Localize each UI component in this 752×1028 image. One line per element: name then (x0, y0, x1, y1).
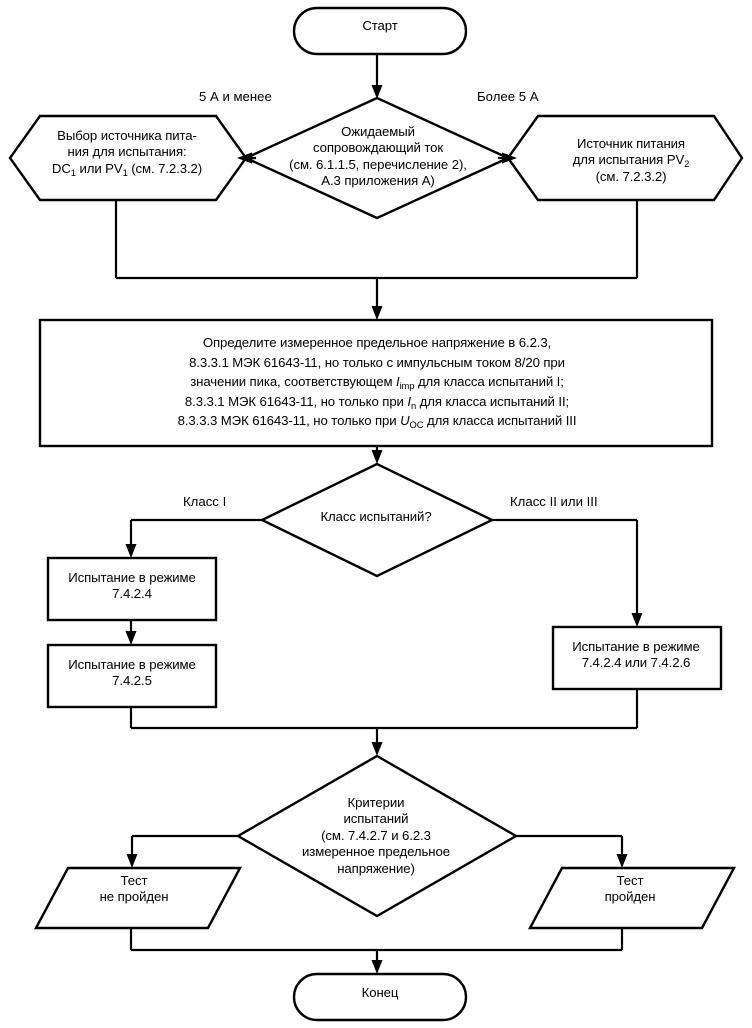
node-decision-current-shape[interactable] (243, 96, 511, 220)
node-hex-left-shape[interactable] (8, 114, 248, 202)
edge-label-class-1: Класс I (183, 494, 227, 509)
node-process-main-shape[interactable] (38, 318, 714, 448)
edge-label-current-le-5a: 5 А и менее (199, 89, 272, 104)
node-decision-criteria-shape[interactable] (235, 754, 519, 918)
arrowhead-class23-to-box (631, 613, 643, 627)
arrowhead-merge-to-criteria (371, 742, 383, 756)
node-box-7424-7426-shape[interactable] (551, 625, 723, 691)
node-decision-class-shape[interactable] (259, 462, 495, 578)
arrowhead-process-to-decision-class (371, 450, 383, 464)
arrowhead-criteria-to-fail (126, 854, 138, 868)
arrowhead-start-to-decision-current (371, 85, 383, 99)
arrowhead-merge-to-process (371, 306, 383, 320)
node-end-shape[interactable] (292, 972, 468, 1022)
node-box-7424-shape[interactable] (46, 556, 218, 622)
edge-label-class-2-3: Класс II или III (510, 494, 598, 509)
arrowhead-merge-to-end (371, 960, 383, 974)
node-result-fail-shape[interactable] (34, 866, 242, 930)
node-hex-right-shape[interactable] (506, 114, 744, 202)
arrowhead-box7424-to-box7425 (125, 631, 137, 645)
arrowhead-class1-to-box-7424 (125, 544, 137, 558)
node-box-7425-shape[interactable] (46, 643, 218, 709)
arrowhead-to-hex-left (237, 152, 252, 164)
node-start-shape[interactable] (292, 6, 468, 56)
arrowhead-to-hex-right (502, 152, 517, 164)
arrowhead-criteria-to-pass (616, 854, 628, 868)
edge-label-current-gt-5a: Более 5 А (477, 89, 539, 104)
node-result-pass-shape[interactable] (528, 866, 736, 930)
